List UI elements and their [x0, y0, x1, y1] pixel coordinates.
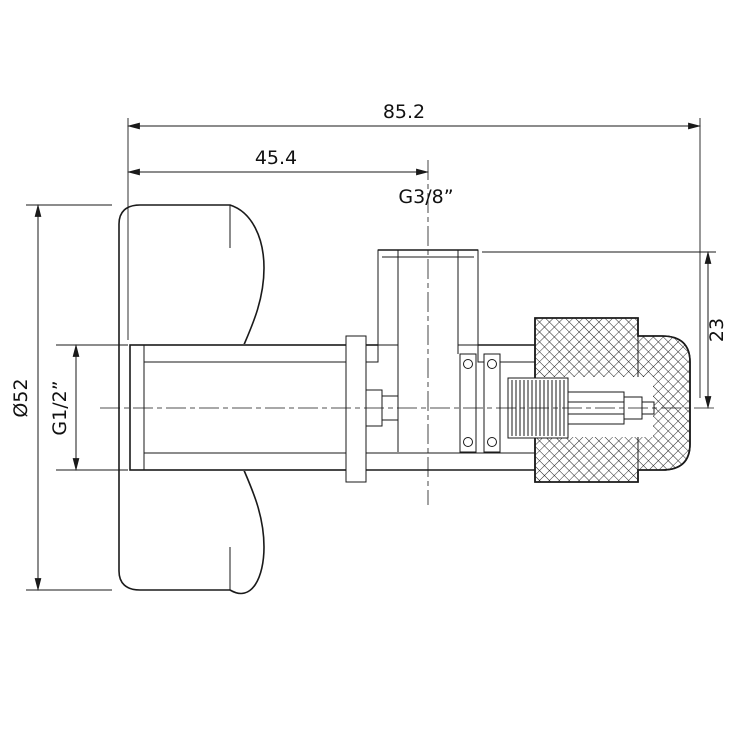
centerlines — [100, 160, 716, 505]
dimension-center-length: 45.4 — [126, 147, 430, 176]
dim-label-top-thread: G3/8” — [398, 186, 453, 208]
dim-label-inlet-thread: G1/2” — [49, 380, 71, 435]
body-flange — [345, 335, 367, 483]
dimension-inlet-thread: G1/2” — [49, 343, 128, 472]
dimension-handle-diameter: Ø52 — [10, 203, 112, 592]
dimension-overall-length: 85.2 — [126, 101, 702, 398]
inlet-body — [129, 344, 356, 471]
dim-label-center-length: 45.4 — [255, 147, 297, 169]
dim-label-outlet-height: 23 — [706, 318, 728, 342]
valve-internals — [365, 353, 655, 453]
dim-label-overall-length: 85.2 — [383, 101, 425, 123]
label-top-port-thread: G3/8” — [398, 186, 453, 208]
dim-label-handle-diameter: Ø52 — [10, 378, 32, 417]
dimension-outlet-height: 23 — [482, 250, 728, 410]
